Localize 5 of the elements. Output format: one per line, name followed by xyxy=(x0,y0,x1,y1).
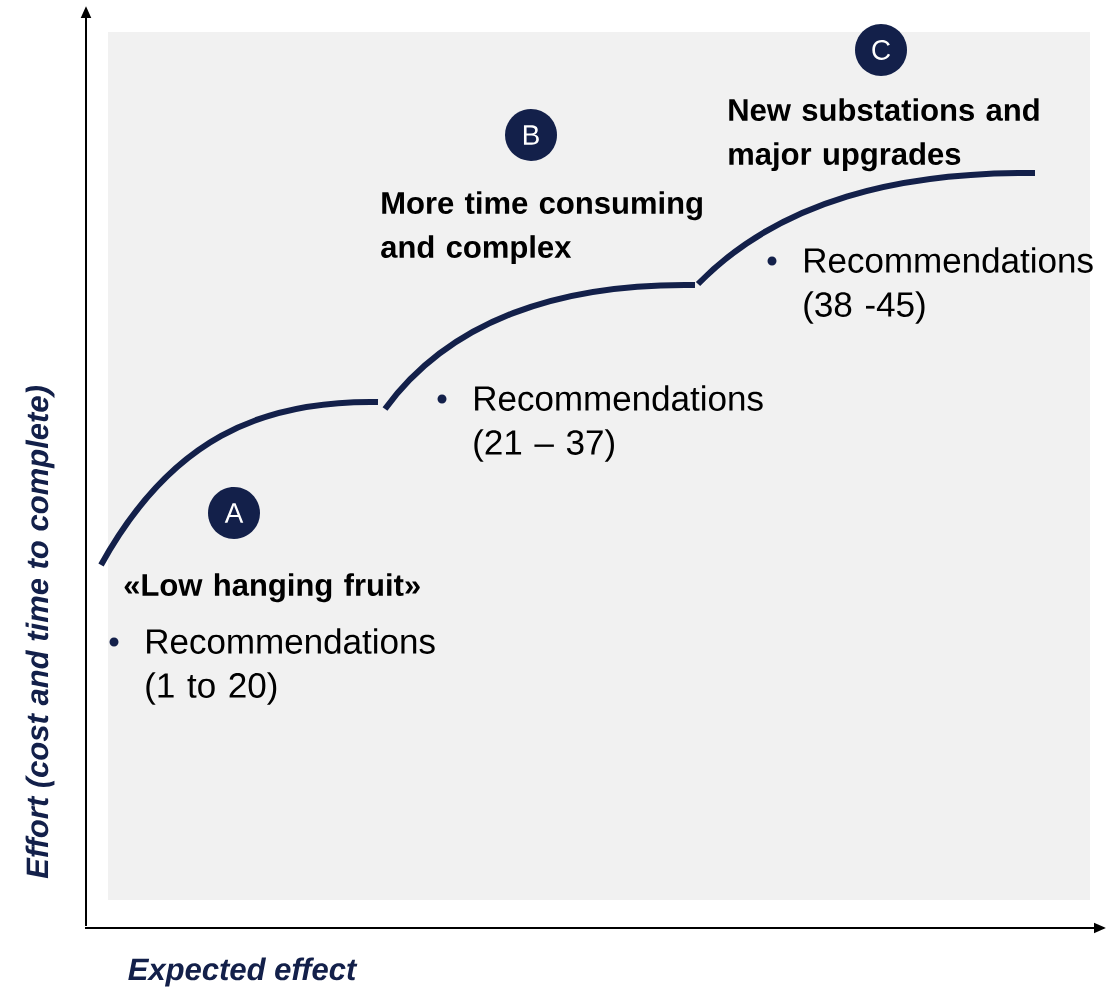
bullet-text: Recommendations (38 -45) xyxy=(804,247,1093,324)
axis-title: Effort (cost and time to complete) xyxy=(25,386,55,879)
bullet-text: Recommendations (21 – 37) xyxy=(474,385,763,462)
bullet-text: Recommendations (1 to 20) xyxy=(146,628,435,705)
axis-title: Expected effect xyxy=(128,957,358,987)
